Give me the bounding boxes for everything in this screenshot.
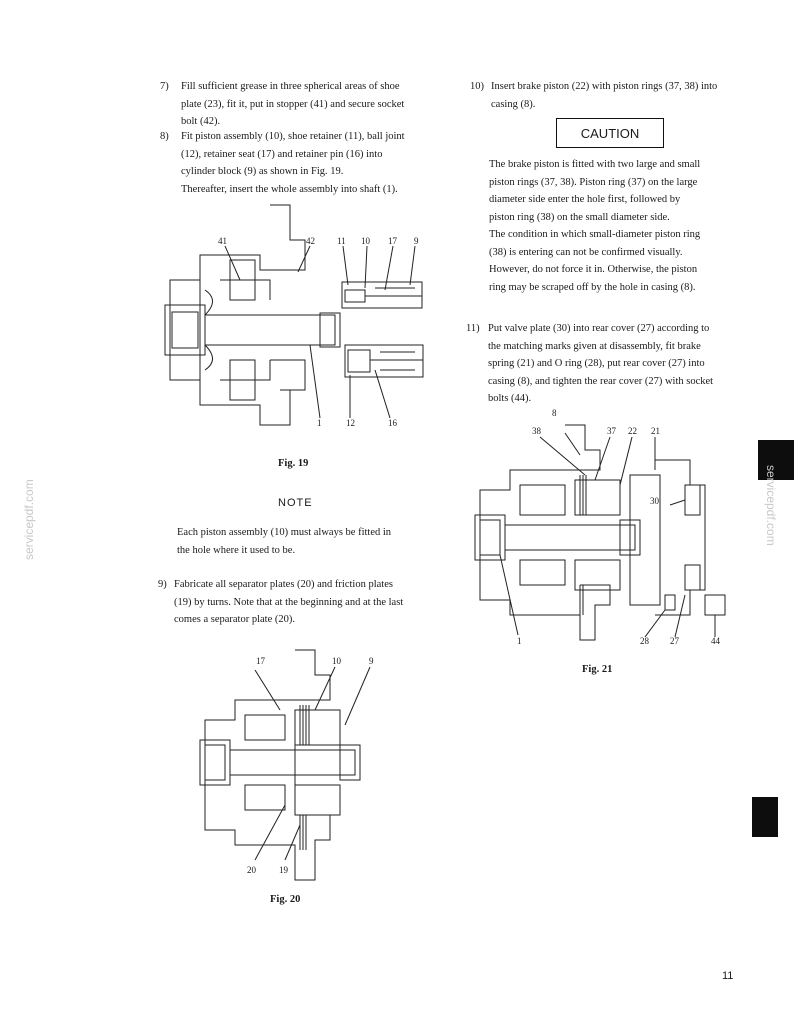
fig21-callout-44: 44 — [711, 636, 720, 646]
step-text-line: bolt (42). — [181, 116, 221, 127]
step-text-line: plate (23), fit it, put in stopper (41) … — [181, 98, 405, 110]
fig21-callout-8: 8 — [552, 408, 557, 418]
fig21-callout-22: 22 — [628, 426, 637, 436]
step-number: 10) — [470, 81, 484, 92]
caution-line: piston ring (38) on the small diameter s… — [489, 211, 670, 223]
step-text-line: spring (21) and O ring (28), put rear co… — [488, 358, 705, 369]
caution-body: The brake piston is fitted with two larg… — [489, 156, 759, 296]
step-text-line: Thereafter, insert the whole assembly in… — [181, 183, 398, 195]
step-11: 11) Put valve plate (30) into rear cover… — [466, 320, 762, 408]
thumb-index-tab-lower — [752, 797, 778, 837]
step-text-line: Fill sufficient grease in three spherica… — [181, 81, 400, 92]
step-text-line: casing (8). — [491, 98, 536, 110]
fig21-callout-28: 28 — [640, 636, 649, 646]
step-8: 8) Fit piston assembly (10), shoe retain… — [160, 128, 438, 198]
caution-line: (38) is entering can not be confirmed vi… — [489, 246, 683, 258]
fig20-callout-10: 10 — [332, 656, 341, 666]
step-10: 10) Insert brake piston (22) with piston… — [470, 78, 760, 113]
fig20-caption: Fig. 20 — [270, 894, 301, 905]
note-body: Each piston assembly (10) must always be… — [177, 524, 437, 559]
note-line: the hole where it used to be. — [177, 544, 296, 556]
step-text-line: cylinder block (9) as shown in Fig. 19. — [181, 166, 344, 177]
page-number: 11 — [722, 970, 734, 982]
caution-line: diameter side enter the hole first, foll… — [489, 194, 681, 205]
step-text-line: (12), retainer seat (17) and retainer pi… — [181, 148, 383, 160]
fig19-callout-12: 12 — [346, 418, 355, 428]
fig21-callout-30: 30 — [650, 496, 659, 506]
step-7: 7) Fill sufficient grease in three spher… — [160, 78, 438, 131]
watermark-left: servicepdf.com — [22, 479, 36, 560]
fig20-callout-17: 17 — [256, 656, 265, 666]
step-text-line: casing (8), and tighten the rear cover (… — [488, 375, 714, 387]
fig21-callout-38: 38 — [532, 426, 541, 436]
fig19-callout-10: 10 — [361, 236, 370, 246]
caution-line: However, do not force it in. Otherwise, … — [489, 264, 698, 275]
fig19-callout-11: 11 — [337, 236, 346, 246]
fig19-callout-17: 17 — [388, 236, 397, 246]
fig21-callout-1: 1 — [517, 636, 522, 646]
watermark-right: servicepdf.com — [764, 465, 778, 546]
fig21-caption: Fig. 21 — [582, 664, 613, 675]
fig19-callout-42: 42 — [306, 236, 315, 246]
fig19-callout-16: 16 — [388, 418, 397, 428]
step-text-line: Put valve plate (30) into rear cover (27… — [488, 323, 710, 334]
fig20-callout-9: 9 — [369, 656, 374, 666]
step-number: 7) — [160, 81, 169, 92]
fig19-callout-1: 1 — [317, 418, 322, 428]
caution-line: ring may be scraped off by the hole in c… — [489, 281, 696, 293]
fig21-callout-27: 27 — [670, 636, 679, 646]
caution-label: CAUTION — [556, 118, 664, 148]
step-number: 9) — [158, 579, 167, 590]
step-text-line: comes a separator plate (20). — [174, 614, 295, 625]
fig20-callout-20: 20 — [247, 865, 256, 875]
step-text-line: (19) by turns. Note that at the beginnin… — [174, 596, 404, 608]
step-number: 11) — [466, 323, 480, 334]
caution-line: The condition in which small-diameter pi… — [489, 229, 701, 240]
fig21-callout-21: 21 — [651, 426, 660, 436]
caution-heading: CAUTION — [580, 125, 640, 141]
figure-20-drawing — [199, 649, 371, 881]
figure-19-drawing — [164, 204, 424, 426]
caution-line: piston rings (37, 38). Piston ring (37) … — [489, 176, 698, 188]
thumb-index-tab-upper — [758, 440, 794, 480]
note-heading: NOTE — [278, 497, 313, 509]
fig19-caption: Fig. 19 — [278, 458, 309, 469]
step-text-line: bolts (44). — [488, 393, 532, 404]
figure-21-drawing — [474, 424, 726, 641]
step-text-line: Insert brake piston (22) with piston rin… — [491, 81, 718, 92]
fig20-callout-19: 19 — [279, 865, 288, 875]
fig19-callout-41: 41 — [218, 236, 227, 246]
fig21-callout-37: 37 — [607, 426, 616, 436]
step-text-line: Fabricate all separator plates (20) and … — [174, 579, 393, 590]
step-text-line: the matching marks given at disassembly,… — [488, 340, 701, 352]
caution-line: The brake piston is fitted with two larg… — [489, 159, 701, 170]
step-9: 9) Fabricate all separator plates (20) a… — [158, 576, 440, 629]
step-number: 8) — [160, 131, 169, 142]
fig19-callout-9: 9 — [414, 236, 419, 246]
note-line: Each piston assembly (10) must always be… — [177, 527, 392, 538]
step-text-line: Fit piston assembly (10), shoe retainer … — [181, 131, 405, 142]
